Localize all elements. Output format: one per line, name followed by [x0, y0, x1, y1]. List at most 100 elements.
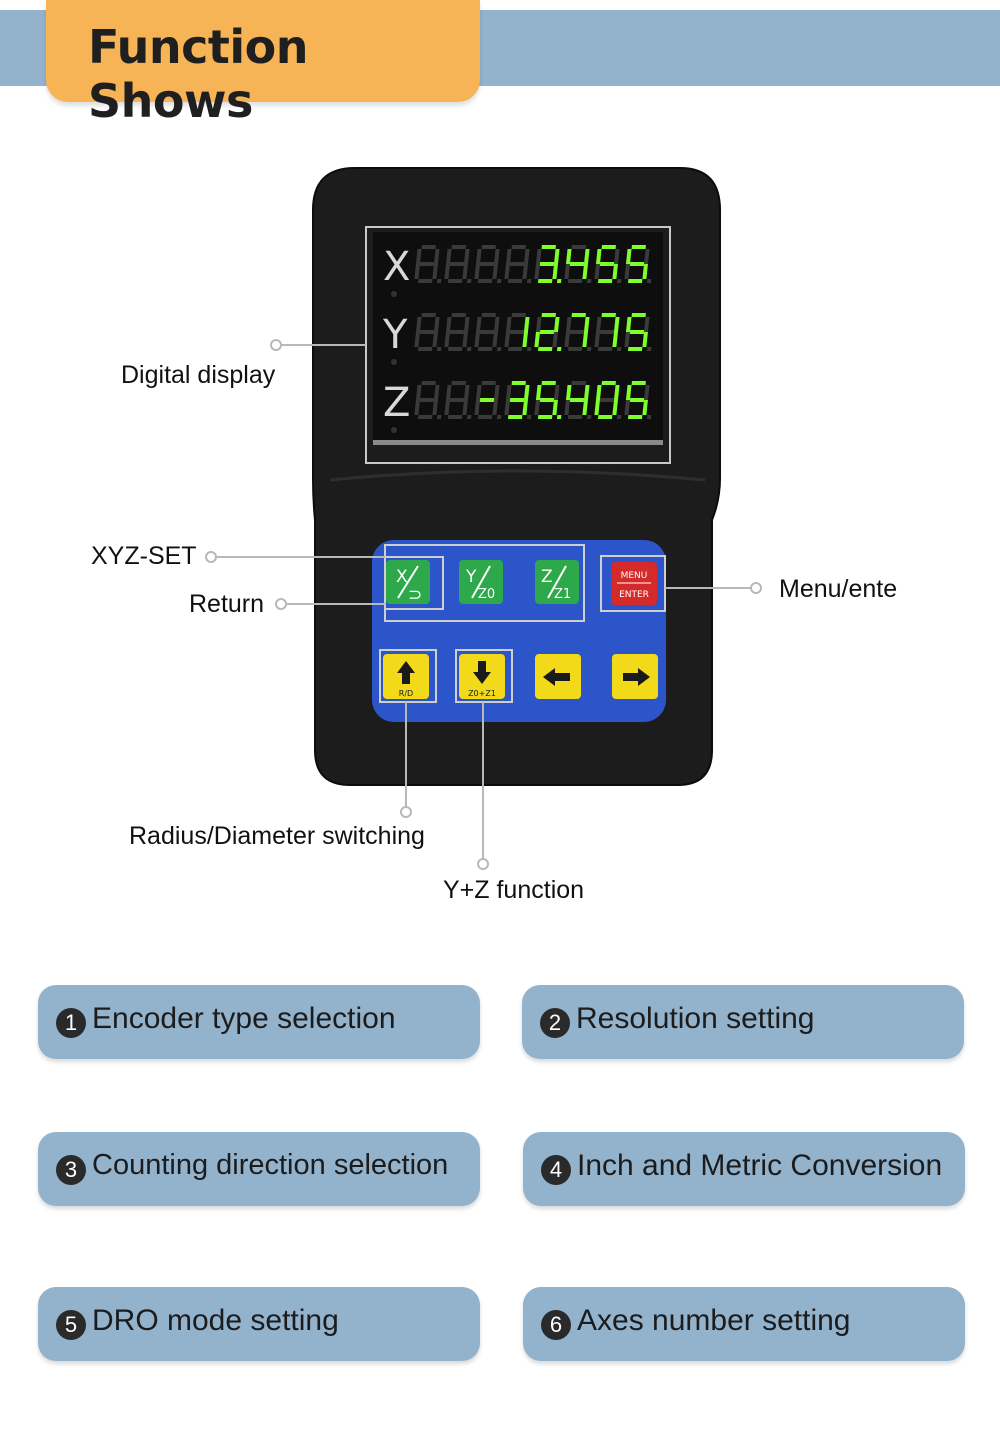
segment: [492, 332, 498, 347]
segment: [539, 330, 555, 334]
segment: [477, 347, 493, 351]
feature-number: 2: [540, 1008, 570, 1038]
segment: [509, 330, 525, 334]
feature-label: DRO mode setting: [92, 1304, 339, 1337]
segment: [522, 400, 528, 415]
svg-text:Y: Y: [465, 567, 477, 587]
segment: [479, 330, 495, 334]
segment: [565, 317, 572, 332]
svg-text:Z0+Z1: Z0+Z1: [468, 689, 496, 698]
z-zero-key[interactable]: Z Z1: [535, 560, 579, 604]
feature-label: Encoder type selection: [92, 1002, 396, 1035]
segment: [463, 385, 470, 400]
segment: [643, 317, 650, 332]
segment: [612, 332, 618, 347]
segment: [475, 385, 482, 400]
segment: [505, 249, 512, 264]
segment: [537, 415, 553, 419]
segment: [541, 245, 556, 249]
feature-item: 5 DRO mode setting: [38, 1287, 480, 1361]
segment: [569, 398, 585, 402]
digit: [504, 245, 532, 283]
segment: [421, 381, 436, 385]
yz-function-key[interactable]: Z0+Z1: [459, 654, 505, 699]
segment: [523, 317, 530, 332]
callout-menu-enter: Menu/ente: [779, 575, 898, 603]
menu-enter-key[interactable]: MENU ENTER: [611, 562, 657, 605]
segment: [511, 313, 526, 317]
segment: [481, 245, 496, 249]
svg-text:Z1: Z1: [554, 587, 571, 602]
segment: [451, 381, 466, 385]
segment: [417, 347, 433, 351]
segment: [595, 317, 602, 332]
segment: [463, 317, 470, 332]
decimal-point: [586, 347, 592, 351]
segment: [475, 249, 482, 264]
radius-diameter-key[interactable]: R/D: [383, 654, 429, 699]
segment: [553, 249, 560, 264]
decimal-point: [646, 415, 652, 419]
digit: [414, 381, 442, 419]
segment: [511, 381, 526, 385]
segment: [535, 317, 542, 332]
decimal-point: [466, 415, 472, 419]
display-row-z: Z-35.405: [383, 380, 652, 433]
segment: [631, 313, 646, 317]
segment: [564, 332, 570, 347]
svg-text:MENU: MENU: [621, 571, 648, 581]
segment: [571, 381, 586, 385]
decimal-point: [496, 347, 502, 351]
segment: [493, 317, 500, 332]
segment: [493, 249, 500, 264]
feature-label: Axes number setting: [577, 1304, 851, 1337]
segment: [477, 415, 493, 419]
segment: [507, 279, 523, 283]
segment: [462, 332, 468, 347]
segment: [432, 400, 438, 415]
segment: [463, 249, 470, 264]
display-rows: X3.455Y12.775Z-35.405: [382, 244, 652, 433]
digit: [564, 313, 592, 351]
segment: [433, 317, 440, 332]
segment: [627, 415, 643, 419]
segment: [552, 400, 558, 415]
xyzset-return-key[interactable]: X ⊃: [386, 560, 430, 605]
segment: [537, 347, 553, 351]
segment: [541, 313, 556, 317]
segment: [642, 400, 648, 415]
segment: [415, 317, 422, 332]
decimal-point: [436, 347, 442, 351]
right-key[interactable]: [612, 654, 658, 699]
segment: [597, 279, 613, 283]
digit: [594, 313, 622, 351]
digit: [564, 245, 592, 283]
segment: [507, 415, 523, 419]
digit: [444, 313, 472, 351]
left-key[interactable]: [535, 654, 581, 699]
feature-number: 4: [541, 1155, 571, 1185]
segment: [504, 332, 510, 347]
segment: [601, 313, 616, 317]
segment: [419, 398, 435, 402]
segment: [613, 317, 620, 332]
segment: [582, 264, 588, 279]
svg-text:Z0: Z0: [478, 587, 495, 602]
callout-xyz-set: XYZ-SET: [91, 542, 197, 570]
digit: [414, 313, 442, 351]
svg-text:⊃: ⊃: [408, 585, 422, 605]
segment: [507, 347, 523, 351]
segment: [511, 245, 526, 249]
segment: [419, 330, 435, 334]
digit: [624, 313, 652, 351]
segment: [535, 385, 542, 400]
segment: [509, 262, 525, 266]
decimal-point: [646, 347, 652, 351]
decimal-point: [466, 347, 472, 351]
decimal-point: [436, 415, 442, 419]
segment: [601, 381, 616, 385]
segment: [612, 400, 618, 415]
y-zero-key[interactable]: Y Z0: [459, 560, 503, 604]
dro-device: X3.455Y12.775Z-35.405 X ⊃ Y Z0 Z Z1 MENU…: [205, 167, 762, 870]
segment: [624, 400, 630, 415]
